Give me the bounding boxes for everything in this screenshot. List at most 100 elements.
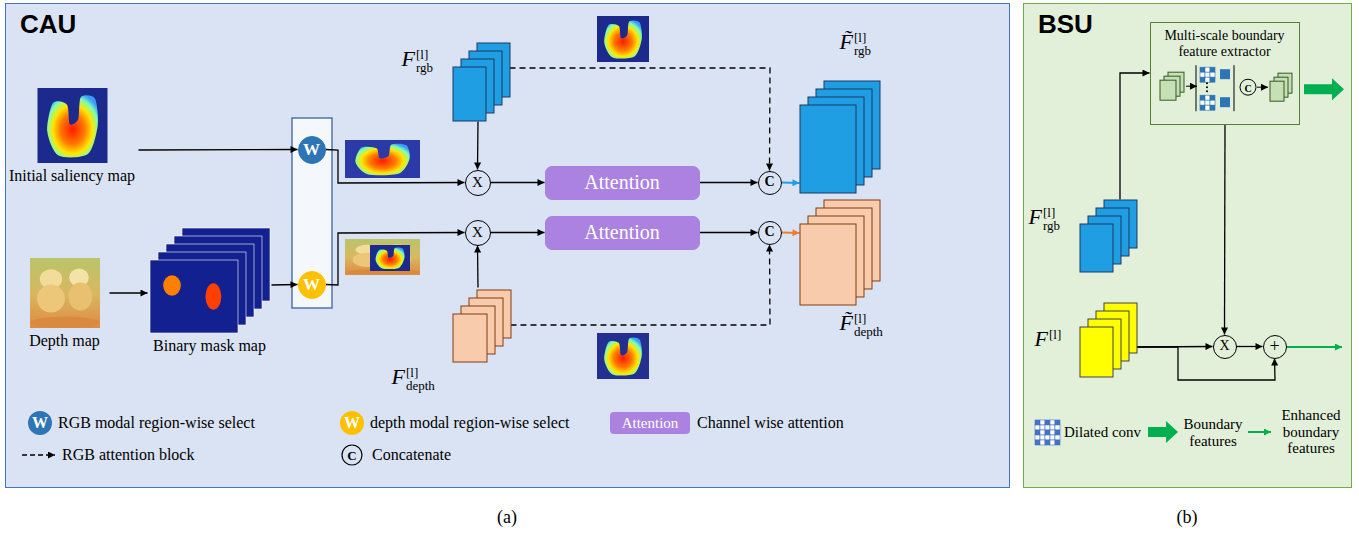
legend-text: Enhanced boundary features	[1274, 407, 1348, 457]
legend-swatch	[28, 411, 52, 435]
image-caption: Binary mask map	[153, 337, 266, 354]
node-label: X	[1219, 338, 1229, 354]
arrow-connector	[110, 292, 148, 293]
legend-text: Concatenate	[372, 446, 451, 463]
feature-stack: F[l]	[1027, 300, 1137, 380]
subscript: rgb	[1043, 218, 1060, 233]
concat-circle: C	[758, 221, 782, 245]
depth-thumbnail	[597, 333, 649, 379]
legend-symbol: W	[344, 414, 360, 431]
arrow-connector	[477, 246, 479, 288]
arrow-connector	[1237, 346, 1263, 347]
symbol-base: F	[1029, 204, 1042, 229]
arrow-connector	[477, 122, 479, 170]
dashed-connector	[511, 245, 771, 326]
select-circle: W	[298, 271, 326, 299]
legend-sample	[1248, 432, 1271, 433]
legend-swatch	[340, 411, 364, 435]
add-circle: +	[1263, 335, 1287, 359]
feature-stack: F̃[l]rgb	[800, 25, 880, 193]
legend-text: RGB modal region-wise select	[58, 414, 255, 431]
symbol-base: F̃	[840, 310, 853, 335]
legend-text: Dilated conv	[1064, 424, 1141, 440]
enhanced-output-arrow	[1287, 346, 1342, 348]
subscript: rgb	[854, 43, 871, 58]
legend-text: depth modal region-wise select	[370, 414, 570, 431]
legend-sample	[342, 445, 362, 465]
rgb-thumbnail	[597, 16, 649, 62]
arrow-connector	[139, 149, 298, 151]
arrow-connector	[491, 232, 545, 233]
legend-symbol: C	[347, 448, 356, 463]
node-label: C	[764, 174, 774, 190]
arrow-connector	[1137, 347, 1276, 380]
panel-ground	[1023, 3, 1352, 488]
superscript: [l]	[854, 311, 866, 326]
superscript: [l]	[854, 30, 866, 45]
multiply-circle: X	[1213, 335, 1237, 359]
multiply-circle: X	[465, 170, 491, 196]
node-label: C	[764, 224, 774, 240]
select-circle: W	[298, 136, 326, 164]
symbol-base: F̃	[840, 29, 853, 54]
subscript: depth	[406, 378, 435, 393]
arrow-connector	[491, 182, 545, 183]
legend-symbol: W	[32, 414, 48, 431]
node-label: W	[303, 275, 320, 295]
legend-sample	[22, 455, 55, 456]
legend-text: RGB attention block	[62, 446, 194, 463]
panel-ground	[5, 3, 1010, 488]
boundary-output-arrow	[1304, 78, 1344, 100]
extractor-icon	[1160, 65, 1292, 111]
legend-swatch	[610, 412, 690, 434]
subscript: depth	[854, 324, 883, 339]
symbol-base: F	[1035, 326, 1048, 351]
image-caption: Depth map	[29, 332, 100, 349]
node-label: X	[472, 224, 483, 241]
attention-box: Attention	[545, 166, 700, 200]
node-label: Attention	[584, 221, 660, 244]
extractor-box: Multi-scale boundary feature extractor	[1150, 22, 1300, 125]
legend-text: Channel wise attention	[697, 414, 844, 431]
legend-symbol: Attention	[622, 415, 679, 431]
feature-stack: F[l]rgb	[400, 40, 510, 122]
masked-thumbnail	[345, 140, 420, 178]
superscript: [l]	[1043, 205, 1055, 220]
feature-stack: F[l]depth	[390, 288, 511, 398]
arrow-connector	[700, 232, 758, 233]
arrow-connector	[700, 182, 758, 183]
symbol-base: F	[392, 364, 405, 389]
panel-title: CAU	[20, 9, 76, 39]
arrow-connector	[1120, 73, 1150, 200]
subfigure-label: (b)	[1177, 507, 1198, 527]
node-label: Attention	[584, 171, 660, 194]
dashed-connector	[510, 68, 771, 171]
subscript: rgb	[416, 60, 433, 75]
superscript: [l]	[416, 47, 428, 62]
feature-stack: F̃[l]depth	[800, 200, 880, 350]
icon-label: C	[1244, 83, 1251, 94]
arrow-connector	[326, 233, 465, 286]
symbol-base: F	[402, 46, 415, 71]
node-label: Multi-scale boundary feature extractor	[1157, 28, 1293, 60]
mask-stack: Binary mask map	[148, 228, 272, 358]
masked-thumbnail	[345, 239, 420, 275]
concat-circle: C	[758, 171, 782, 195]
legend-sample	[1148, 421, 1178, 443]
node-label: W	[303, 140, 320, 160]
arrow-connector	[782, 232, 800, 235]
superscript: [l]	[406, 365, 418, 380]
depth-image: Depth map	[20, 258, 110, 358]
feature-stack: F[l]rgb	[1027, 200, 1137, 280]
superscript: [l]	[1049, 327, 1061, 342]
node-label: X	[472, 174, 483, 191]
arrow-connector	[326, 150, 465, 184]
arrow-connector	[1224, 125, 1226, 335]
image-caption: Initial saliency map	[9, 167, 135, 184]
legend-text: Boundary features	[1182, 416, 1244, 449]
node-label: +	[1269, 336, 1279, 357]
subfigure-label: (a)	[497, 507, 517, 527]
multiply-circle: X	[465, 220, 491, 246]
arrow-connector	[782, 182, 800, 185]
panel-title: BSU	[1038, 9, 1093, 39]
